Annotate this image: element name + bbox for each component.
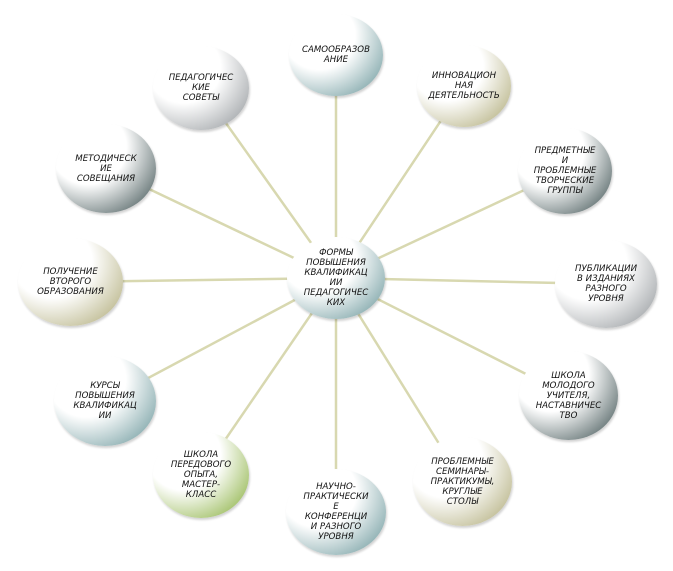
node-metod-soveshchaniya-label: МЕТОДИЧЕСК ИЕ СОВЕЩАНИЯ <box>75 153 137 184</box>
node-seminary-label: ПРОБЛЕМНЫЕ СЕМИНАРЫ- ПРАКТИКУМЫ, КРУГЛЫЕ… <box>430 456 495 507</box>
node-konferentsii: НАУЧНО- ПРАКТИЧЕСКИ Е КОНФЕРЕНЦИ И РАЗНО… <box>286 469 386 555</box>
node-metod-soveshchaniya: МЕТОДИЧЕСК ИЕ СОВЕЩАНИЯ <box>56 124 156 213</box>
node-konferentsii-label: НАУЧНО- ПРАКТИЧЕСКИ Е КОНФЕРЕНЦИ И РАЗНО… <box>303 482 369 542</box>
node-pedsovety: ПЕДАГОГИЧЕС КИЕ СОВЕТЫ <box>153 46 249 130</box>
center-node-label: ФОРМЫ ПОВЫШЕНИЯ КВАЛИФИКАЦ ИИ ПЕДАГОГИЧЕ… <box>303 248 369 308</box>
node-shkola-molodogo-label: ШКОЛА МОЛОДОГО УЧИТЕЛЯ, НАСТАВНИЧЕС ТВО <box>535 370 602 421</box>
node-innovatsionnaya: ИННОВАЦИОН НАЯ ДЕЯТЕЛЬНОСТЬ <box>417 45 511 127</box>
center-node: ФОРМЫ ПОВЫШЕНИЯ КВАЛИФИКАЦ ИИ ПЕДАГОГИЧЕ… <box>287 237 385 319</box>
node-shkola-opyta-label: ШКОЛА ПЕРЕДОВОГО ОПЫТА, МАСТЕР- КЛАСС <box>170 450 232 500</box>
node-publikatsii-label: ПУБЛИКАЦИИ В ИЗДАНИЯХ РАЗНОГО УРОВНЯ <box>575 264 637 304</box>
node-samoobrazovanie-label: САМООБРАЗОВ АНИЕ <box>302 45 370 65</box>
node-kursy-label: КУРСЫ ПОВЫШЕНИЯ КВАЛИФИКАЦ ИИ <box>73 381 137 421</box>
node-vtoroe-obrazovanie-label: ПОЛУЧЕНИЕ ВТОРОГО ОБРАЗОВАНИЯ <box>37 267 104 297</box>
node-samoobrazovanie: САМООБРАЗОВ АНИЕ <box>289 14 383 96</box>
node-predmetnye-gruppy: ПРЕДМЕТНЫЕ И ПРОБЛЕМНЫЕ ТВОРЧЕСКИЕ ГРУПП… <box>518 128 612 214</box>
node-kursy: КУРСЫ ПОВЫШЕНИЯ КВАЛИФИКАЦ ИИ <box>54 356 156 446</box>
node-seminary: ПРОБЛЕМНЫЕ СЕМИНАРЫ- ПРАКТИКУМЫ, КРУГЛЫЕ… <box>413 437 512 526</box>
node-publikatsii: ПУБЛИКАЦИИ В ИЗДАНИЯХ РАЗНОГО УРОВНЯ <box>555 240 657 328</box>
node-shkola-molodogo: ШКОЛА МОЛОДОГО УЧИТЕЛЯ, НАСТАВНИЧЕС ТВО <box>519 351 618 440</box>
node-innovatsionnaya-label: ИННОВАЦИОН НАЯ ДЕЯТЕЛЬНОСТЬ <box>428 71 500 101</box>
node-shkola-opyta: ШКОЛА ПЕРЕДОВОГО ОПЫТА, МАСТЕР- КЛАСС <box>153 432 249 518</box>
node-vtoroe-obrazovanie: ПОЛУЧЕНИЕ ВТОРОГО ОБРАЗОВАНИЯ <box>18 238 123 326</box>
node-predmetnye-gruppy-label: ПРЕДМЕТНЫЕ И ПРОБЛЕМНЫЕ ТВОРЧЕСКИЕ ГРУПП… <box>533 146 597 196</box>
node-pedsovety-label: ПЕДАГОГИЧЕС КИЕ СОВЕТЫ <box>168 73 234 103</box>
